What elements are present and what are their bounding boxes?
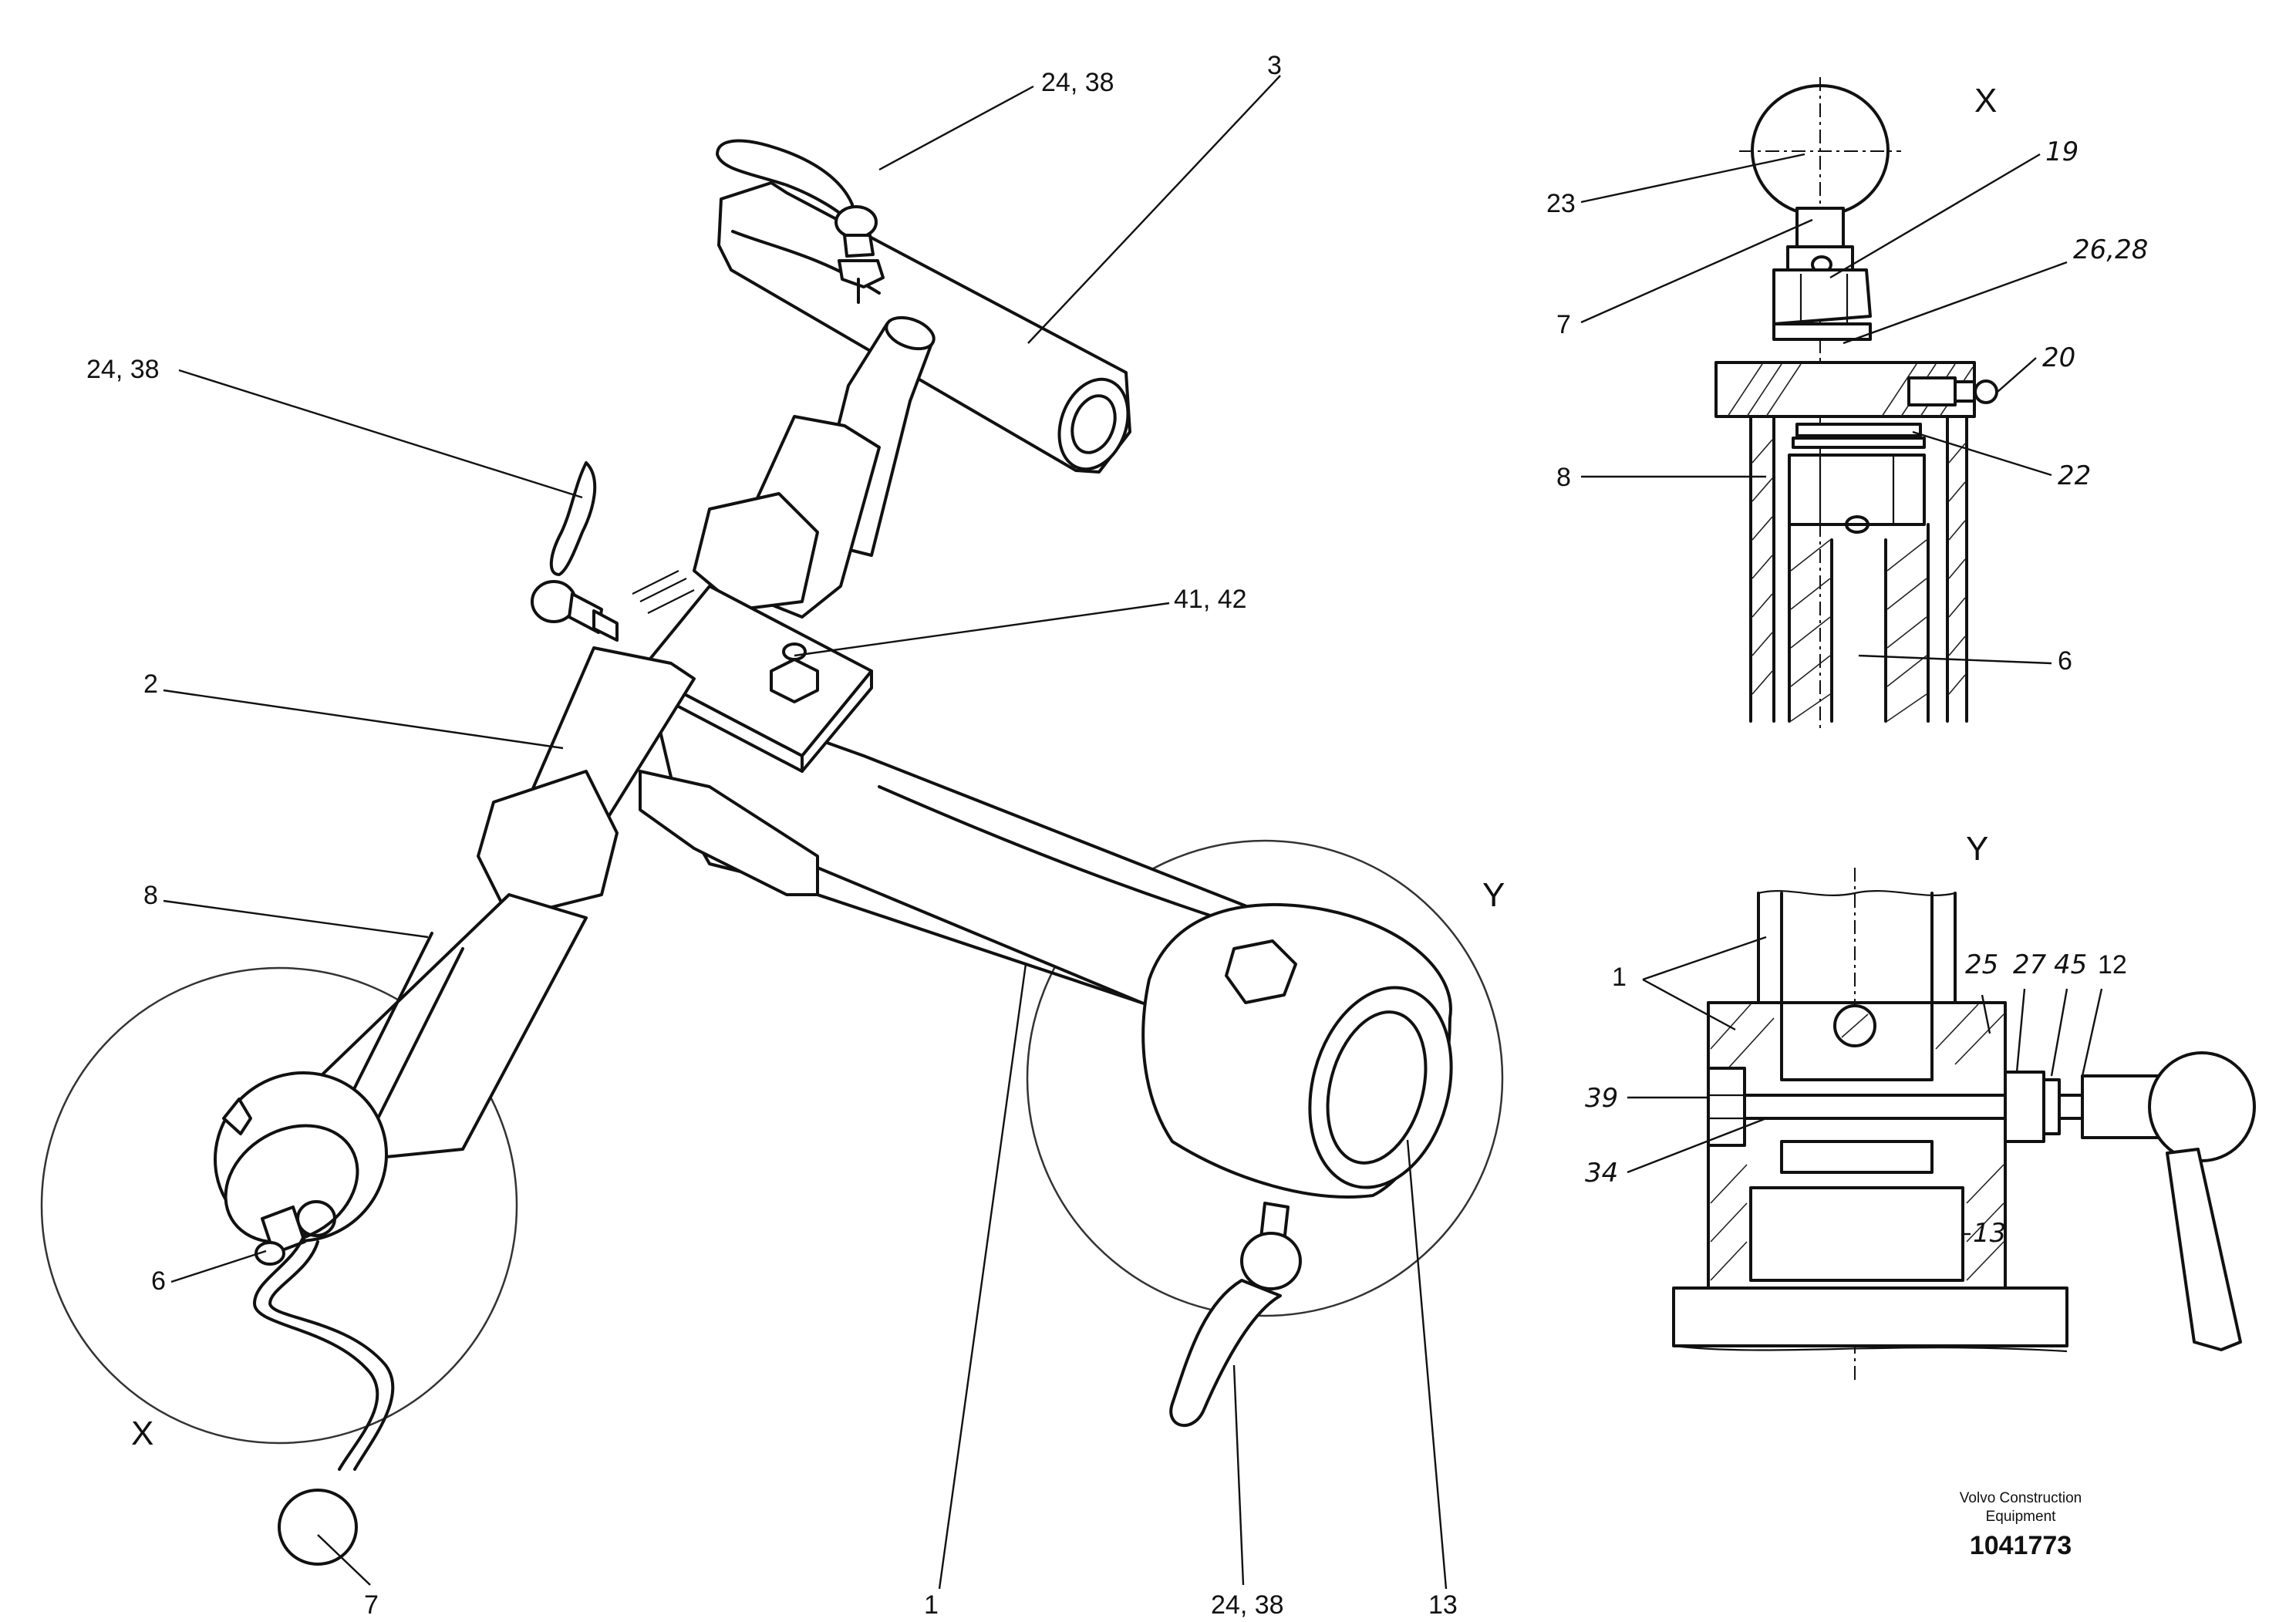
callout-8: 8 (143, 881, 158, 910)
leader-lines (163, 75, 1448, 1590)
detail-y-callout-45: 45 (2054, 949, 2087, 980)
callout-2: 2 (143, 669, 158, 699)
main-assembly: 3 24, 38 24, 38 41, 42 2 8 6 7 1 24, 38 … (40, 51, 1505, 1620)
detail-y-callout-39: 39 (1585, 1083, 1618, 1114)
detail-y-callout-13: 13 (1973, 1218, 2006, 1249)
detail-x-callout-20: 20 (2042, 342, 2075, 373)
vertical-post (693, 315, 936, 619)
drawing-number: 1041773 (1970, 1531, 2072, 1560)
callout-6: 6 (151, 1266, 166, 1296)
detail-x-callout-6: 6 (2058, 646, 2072, 676)
callout-41-42: 41, 42 (1174, 585, 1247, 614)
detail-y-callout-12: 12 (2098, 950, 2127, 980)
detail-y-callout-25: 25 (1965, 949, 1998, 980)
detail-x-callout-8: 8 (1556, 463, 1571, 492)
detail-x-callout-7: 7 (1556, 310, 1571, 339)
left-clamp-lever (531, 461, 619, 642)
callout-24-38-left: 24, 38 (86, 355, 160, 384)
detail-x-callout-23: 23 (1546, 189, 1576, 218)
left-tube-assembly (213, 570, 696, 1266)
title-block: Volvo Construction Equipment 1041773 (1960, 1490, 2082, 1560)
detail-circle-x (40, 966, 518, 1445)
detail-y-callout-34: 34 (1585, 1158, 1618, 1189)
main-beam (639, 677, 1297, 1035)
view-label-x-main: X (131, 1415, 153, 1452)
crank-handle (253, 1233, 395, 1566)
top-clamp-lever (716, 139, 885, 304)
detail-x-callout-22: 22 (2058, 460, 2091, 491)
detail-y-view-label: Y (1966, 830, 1988, 868)
callout-24-38-top: 24, 38 (1041, 68, 1114, 97)
callout-labels: 3 24, 38 24, 38 41, 42 2 8 6 7 1 24, 38 … (86, 51, 1505, 1620)
detail-x-callout-26-28: 26,28 (2073, 234, 2148, 265)
callout-3: 3 (1267, 51, 1282, 80)
view-label-y-main: Y (1482, 876, 1505, 914)
detail-y-section: Y 1 25 27 45 12 39 34 13 (1585, 830, 2256, 1381)
detail-y-callout-27: 27 (2013, 949, 2047, 980)
callout-1: 1 (924, 1590, 939, 1620)
detail-circle-y (1026, 839, 1504, 1317)
detail-x-section: X 23 19 7 26,28 20 8 22 6 (1546, 77, 2148, 733)
callout-13: 13 (1428, 1590, 1458, 1620)
detail-y-callout-1: 1 (1612, 963, 1627, 992)
callout-24-38-bottom: 24, 38 (1211, 1590, 1284, 1620)
right-clamp-lever (1169, 1202, 1302, 1427)
callout-7: 7 (364, 1590, 379, 1620)
brand-line-2: Equipment (1986, 1509, 2057, 1525)
detail-x-callout-19: 19 (2045, 137, 2079, 167)
brand-line-1: Volvo Construction (1960, 1490, 2082, 1506)
right-clamp-ring (1141, 902, 1453, 1199)
detail-x-view-label: X (1974, 82, 1997, 120)
